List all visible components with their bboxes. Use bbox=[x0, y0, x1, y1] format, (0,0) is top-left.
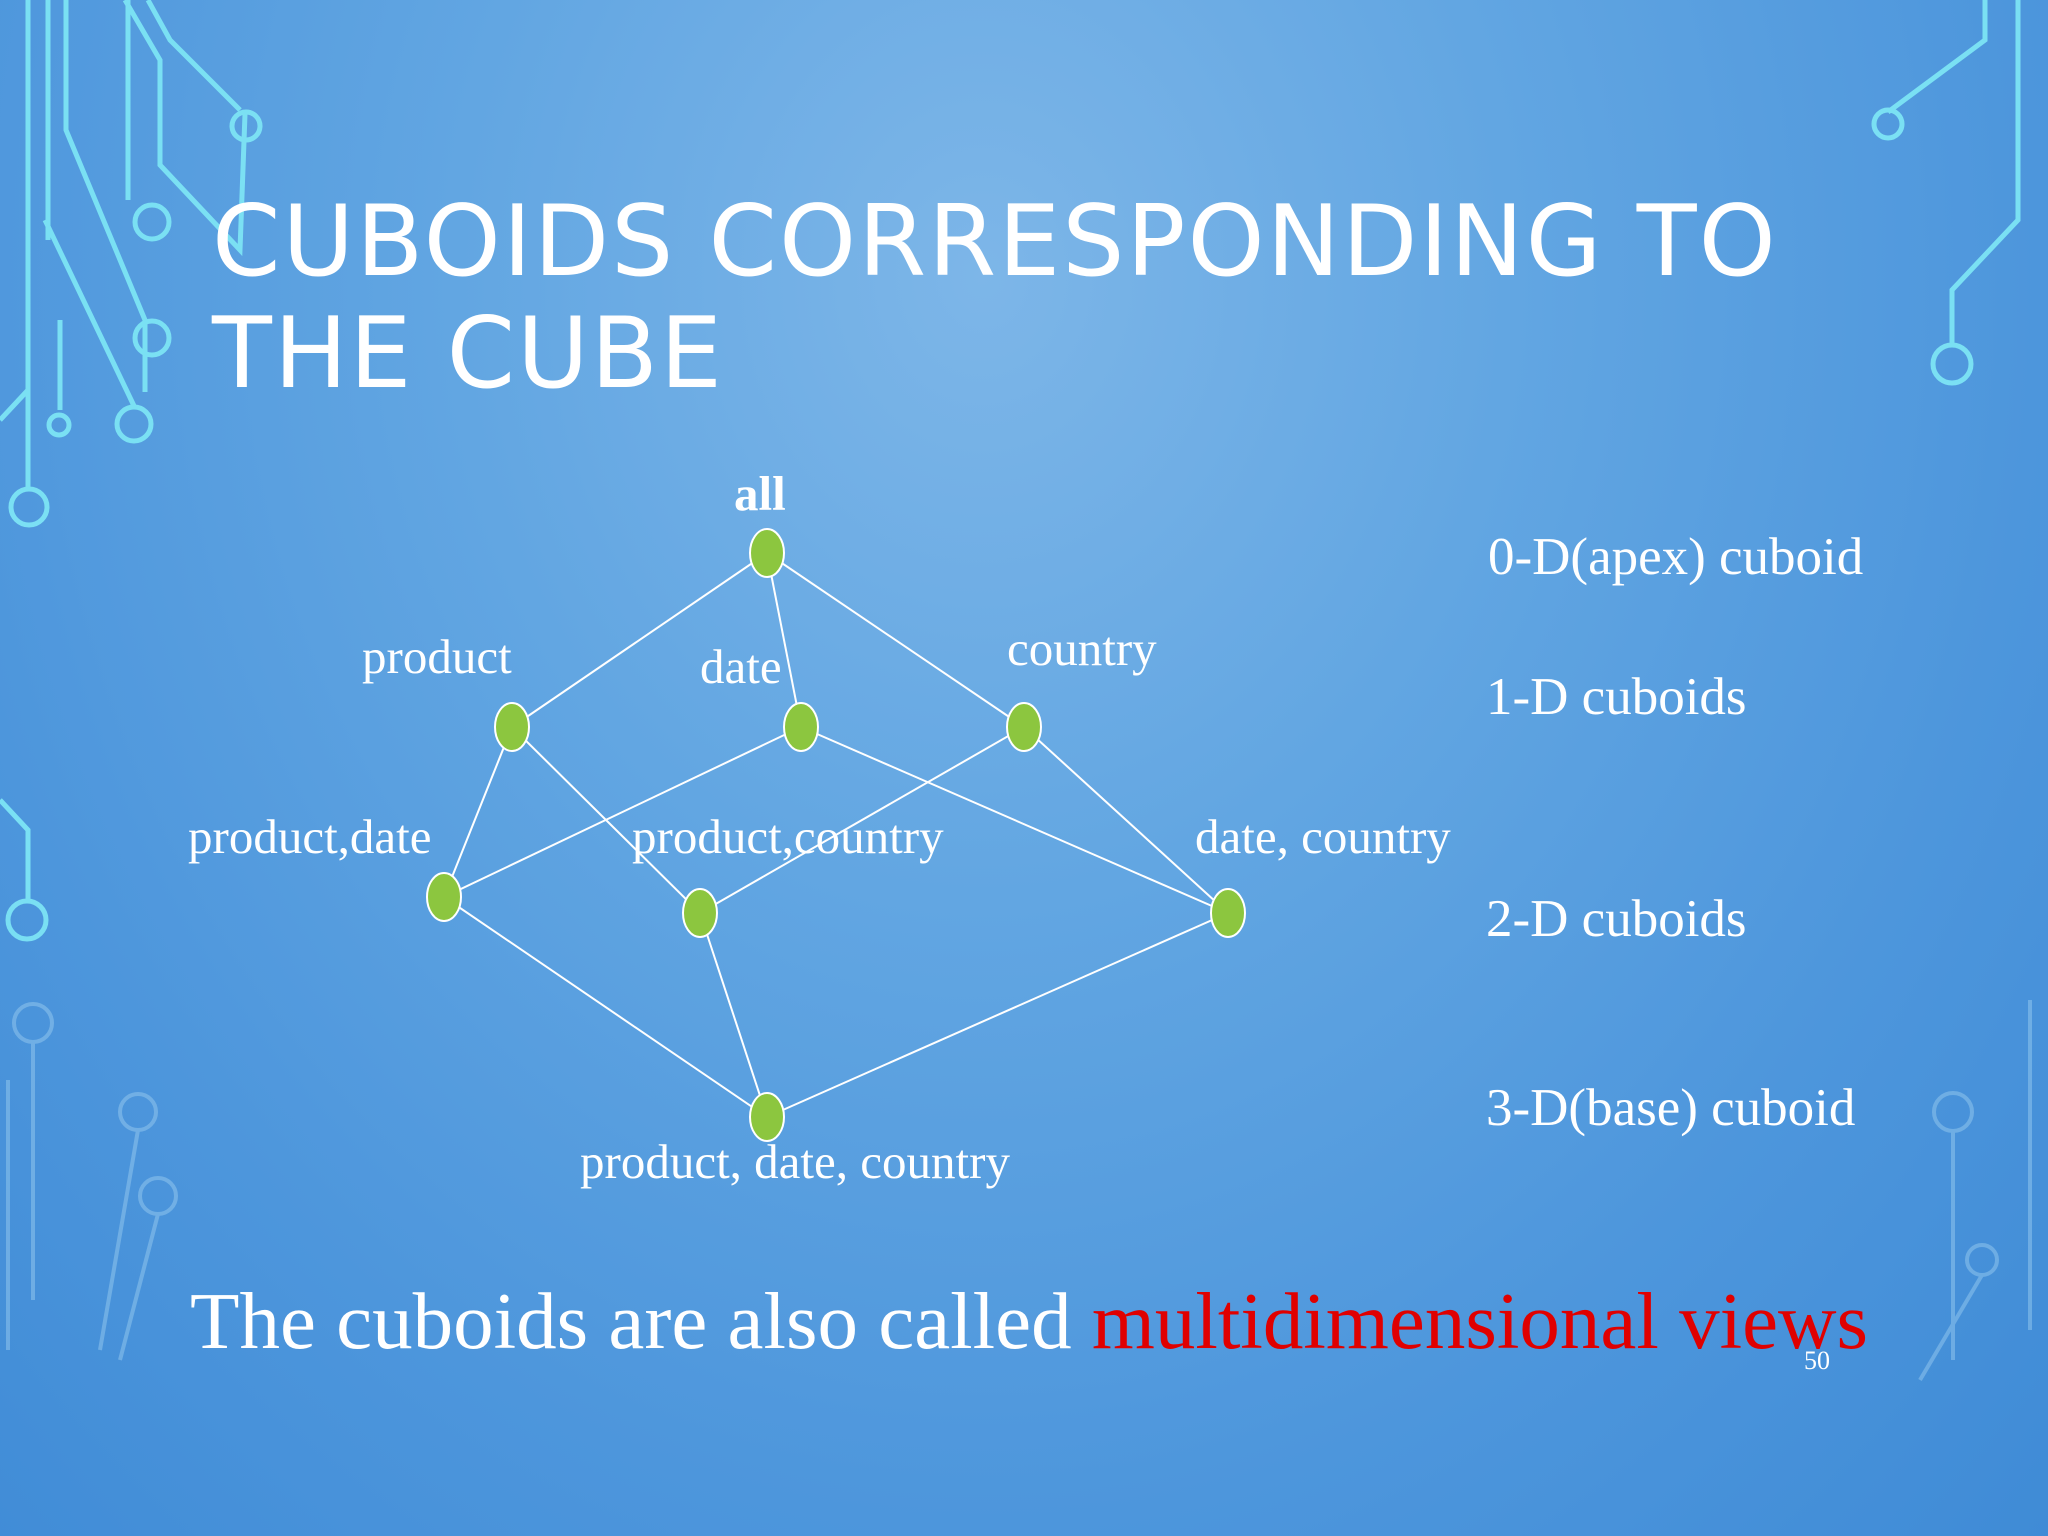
level-label-2d: 2-D cuboids bbox=[1486, 890, 1747, 948]
edge-product_country-product_date_country bbox=[699, 912, 768, 1118]
edge-date-date_country bbox=[800, 726, 1229, 914]
node-date bbox=[783, 702, 819, 752]
edge-country-product_country bbox=[699, 726, 1025, 914]
node-label-country: country bbox=[1007, 621, 1157, 676]
node-product-country bbox=[682, 888, 718, 938]
node-all bbox=[749, 528, 785, 578]
node-date-country bbox=[1210, 888, 1246, 938]
slide-title: CUBOIDS CORRESPONDING TO THE CUBE bbox=[212, 186, 1862, 410]
node-product-date bbox=[426, 872, 462, 922]
edge-all-country bbox=[766, 552, 1025, 728]
node-product bbox=[494, 702, 530, 752]
edge-all-product bbox=[511, 552, 768, 728]
caption-highlight: multidimensional views bbox=[1091, 1276, 1869, 1366]
node-label-product-date: product,date bbox=[188, 809, 432, 864]
edge-date_country-product_date_country bbox=[766, 912, 1229, 1118]
node-label-date: date bbox=[700, 639, 782, 694]
page-number: 50 bbox=[1804, 1346, 1830, 1375]
edge-product_date-product_date_country bbox=[443, 896, 768, 1118]
caption-text: The cuboids are also called bbox=[190, 1276, 1092, 1366]
edge-product-product_date bbox=[443, 726, 513, 898]
edge-date-product_date bbox=[443, 726, 802, 898]
slide-title-line-2: THE CUBE bbox=[212, 297, 724, 411]
level-label-3d: 3-D(base) cuboid bbox=[1486, 1079, 1856, 1137]
level-label-1d: 1-D cuboids bbox=[1486, 668, 1747, 726]
node-product-date-country bbox=[749, 1092, 785, 1142]
edge-all-date bbox=[766, 552, 802, 728]
level-label-0d: 0-D(apex) cuboid bbox=[1488, 528, 1864, 586]
edge-country-date_country bbox=[1023, 726, 1229, 914]
node-label-all: all bbox=[734, 466, 786, 521]
slide-caption: The cuboids are also called multidimensi… bbox=[190, 1275, 1868, 1368]
slide-title-line-1: CUBOIDS CORRESPONDING TO bbox=[212, 185, 1778, 299]
node-country bbox=[1006, 702, 1042, 752]
node-label-product: product bbox=[362, 629, 512, 684]
node-label-date-country: date, country bbox=[1195, 809, 1451, 864]
node-label-product-country: product,country bbox=[632, 809, 944, 864]
node-label-product-date-country: product, date, country bbox=[580, 1134, 1010, 1189]
